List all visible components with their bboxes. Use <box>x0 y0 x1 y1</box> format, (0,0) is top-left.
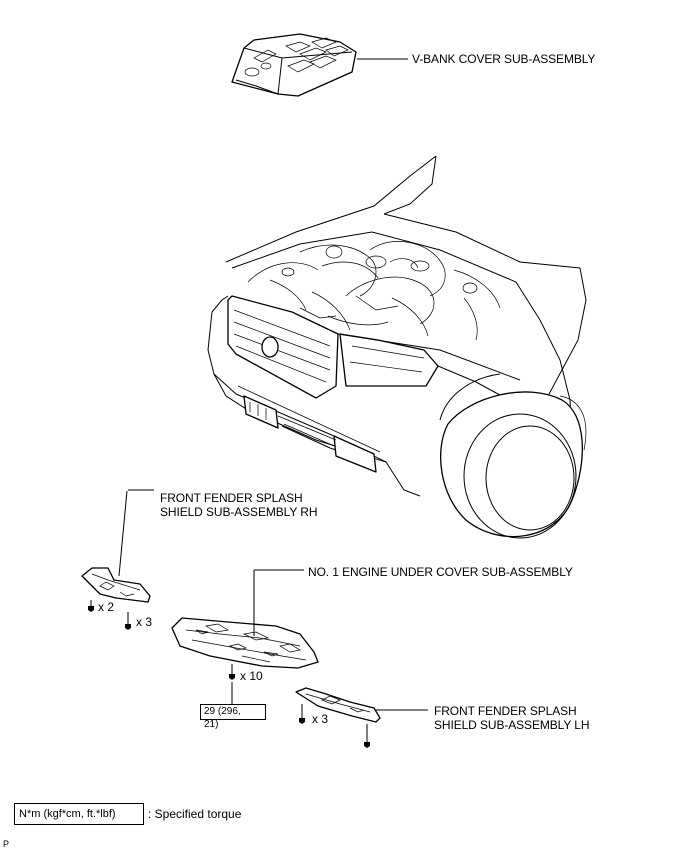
rh-bolt-quantity-a: x 2 <box>98 600 115 614</box>
legend-torque-unit-box: N*m (kgf*cm, ft.*lbf) <box>14 803 144 825</box>
under-cover-illustration <box>171 617 319 669</box>
splash-shield-lh-illustration <box>295 687 381 723</box>
vehicle-front-illustration <box>207 155 587 539</box>
bolt-icon <box>364 724 370 748</box>
torque-value-line2: 21) <box>204 719 219 730</box>
bolt-icon <box>88 600 94 612</box>
torque-value-line1: 29 (296, <box>204 706 241 717</box>
torque-value-box: 29 (296, <box>200 704 266 720</box>
splash-shield-rh-illustration <box>81 567 151 603</box>
fender-lh-label-line2: SHIELD SUB-ASSEMBLY LH <box>434 718 590 732</box>
fender-lh-label-line1: FRONT FENDER SPLASH <box>434 704 577 718</box>
under-cover-label: NO. 1 ENGINE UNDER COVER SUB-ASSEMBLY <box>308 565 573 579</box>
rh-bolt-quantity-b: x 3 <box>136 615 153 629</box>
bolt-icon <box>229 664 235 680</box>
bolt-icon <box>125 612 131 630</box>
under-cover-bolt-quantity: x 10 <box>240 669 263 683</box>
lh-bolt-quantity: x 3 <box>312 712 329 726</box>
corner-mark: P <box>3 839 10 849</box>
vbank-cover-illustration <box>231 33 357 97</box>
bolt-icon <box>299 704 305 724</box>
legend-description: : Specified torque <box>148 807 242 821</box>
fender-rh-label-line1: FRONT FENDER SPLASH <box>160 491 303 505</box>
fender-rh-label-line2: SHIELD SUB-ASSEMBLY RH <box>160 505 318 519</box>
vbank-cover-label: V-BANK COVER SUB-ASSEMBLY <box>412 52 596 66</box>
